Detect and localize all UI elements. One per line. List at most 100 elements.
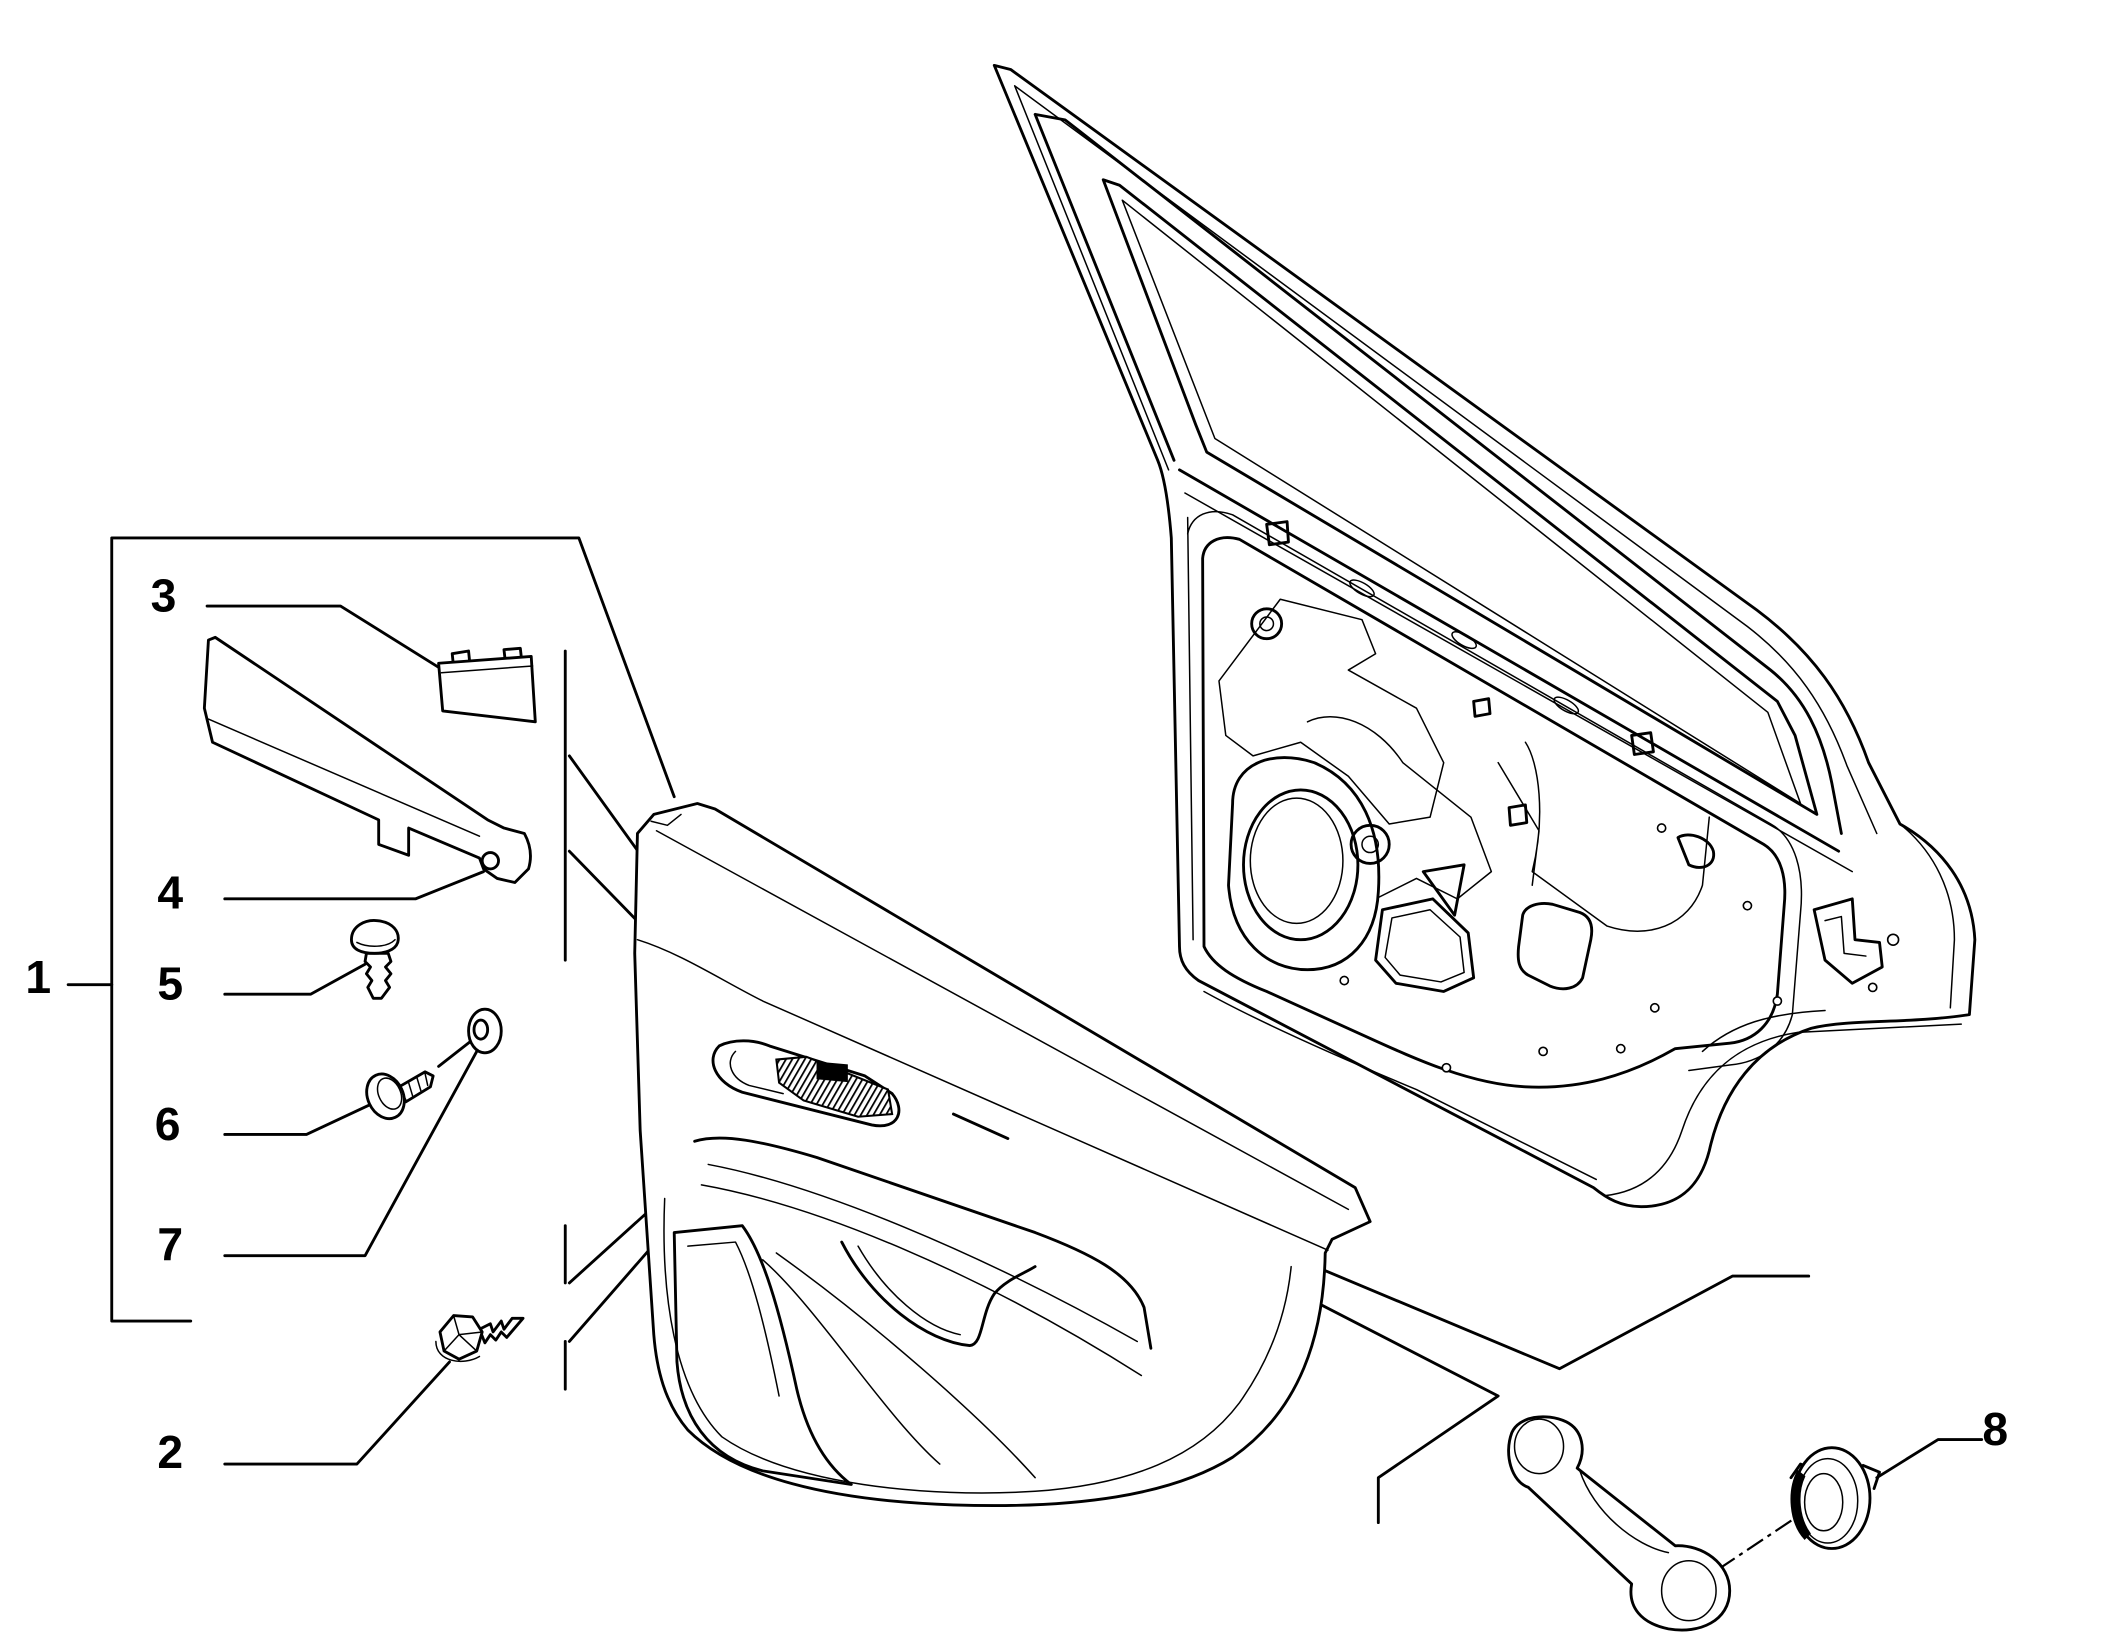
frame-outer-edge (1013, 85, 1878, 835)
part-3-cover-clip (437, 646, 537, 724)
mounting-dot (1867, 982, 1878, 993)
door-trim-panel (633, 802, 1372, 1508)
armrest-line (707, 1163, 1139, 1343)
square-tab (1265, 520, 1290, 547)
callout-2: 2 (157, 1426, 183, 1478)
trim-strip-pivot (480, 851, 500, 871)
door-handle-insert-slot (816, 1061, 848, 1083)
trim-panel-notch (650, 813, 682, 827)
screw-flange (435, 1340, 481, 1363)
callout-labels: 1 2 3 4 5 6 7 8 (25, 569, 2008, 1478)
screw-head-rim (376, 1077, 403, 1110)
square-tab (1507, 803, 1529, 827)
speaker-hole-inner (1249, 797, 1344, 925)
escutcheon-bore (1803, 1472, 1844, 1532)
latch-opening-detail (1824, 915, 1867, 957)
part-6-screw (365, 1070, 435, 1121)
access-cutout (1516, 902, 1594, 991)
inner-panel-cavity (1201, 536, 1787, 1089)
belt-line-inner (1184, 492, 1854, 873)
cover-clip-edge (440, 665, 534, 674)
door-handle-recess-inner (729, 1050, 784, 1095)
leader-line-5 (223, 962, 367, 996)
callout-7: 7 (157, 1218, 183, 1270)
square-tab (1472, 697, 1492, 718)
cover-clip-body (437, 655, 537, 724)
regulator-rail (1497, 741, 1711, 932)
door-shell (992, 63, 1977, 1209)
mounting-dot (1538, 1046, 1549, 1057)
lower-cutout-inner (1384, 909, 1465, 983)
mounting-dot (1649, 1002, 1660, 1013)
leader-line-8 (1875, 1438, 1984, 1480)
leader-line-3 (205, 604, 441, 669)
winder-handle-arm (1507, 1415, 1732, 1632)
callout-5: 5 (157, 958, 183, 1010)
trim-top-bevel (655, 830, 1350, 1211)
window-opening-inner (1121, 199, 1802, 805)
frame-inner-edge (1033, 112, 1843, 835)
regulator-plate (1218, 598, 1445, 825)
inner-panel-flange (1186, 510, 1803, 1072)
escutcheon-ear (1861, 1463, 1881, 1491)
mounting-dot (1886, 933, 1900, 946)
trim-strip-body (202, 635, 532, 884)
bracket-part-1 (110, 536, 676, 1323)
trim-contour-line (761, 1259, 941, 1465)
part-8-escutcheon (1789, 1446, 1881, 1550)
push-clip-head-rim (356, 938, 396, 947)
mounting-dot (1656, 823, 1667, 833)
trim-strip-edge (207, 718, 481, 837)
armrest-edge (693, 1136, 1153, 1350)
slot (1553, 696, 1580, 715)
spindle-hole (1349, 823, 1391, 865)
leader-line-4 (223, 870, 485, 901)
triangular-cutout (1421, 863, 1466, 917)
door-handle-recess (711, 1039, 901, 1128)
callout-1: 1 (25, 951, 51, 1003)
lower-cutout (1374, 897, 1476, 993)
leader-line-6 (223, 1101, 375, 1136)
map-pocket (672, 1224, 853, 1486)
slot (1451, 631, 1477, 650)
screw-thread-body (478, 1316, 525, 1345)
regulator-bracket (1306, 715, 1493, 900)
square-tab (1630, 731, 1655, 756)
screw-to-washer-line (437, 1040, 472, 1068)
door-bump (1676, 833, 1716, 869)
pull-cup (840, 1240, 1037, 1347)
mounting-dot (1441, 1062, 1452, 1073)
upper-hole-center (1259, 616, 1275, 632)
leader-line-7 (223, 1049, 479, 1258)
part-5-push-clip (350, 919, 400, 1000)
speaker-hole (1242, 788, 1360, 942)
callout-6: 6 (155, 1098, 181, 1150)
washer-hole (472, 1018, 490, 1041)
trim-contour-line (775, 1252, 1036, 1479)
latch-opening (1812, 897, 1884, 985)
callout-8: 8 (1982, 1403, 2008, 1455)
mounting-dots (1339, 823, 1900, 1073)
mounting-dot (1615, 1043, 1626, 1054)
pull-cup-inner (857, 1245, 961, 1336)
trim-panel-outline (633, 802, 1372, 1508)
part-2-screw (435, 1314, 525, 1363)
upper-hole (1250, 607, 1284, 641)
spindle-hole-center (1361, 835, 1380, 854)
armrest-line (700, 1184, 1143, 1377)
part-4-trim-strip (202, 635, 532, 884)
winder-knob-face (1513, 1418, 1565, 1475)
map-pocket-inner (687, 1241, 780, 1397)
part-7-washer (467, 1007, 503, 1055)
trim-lower-shell (663, 1197, 1292, 1494)
screw-thread (407, 1072, 429, 1098)
mounting-dot (1339, 975, 1350, 986)
leader-line-2 (223, 1360, 451, 1466)
winder-arm-contour (1579, 1470, 1670, 1554)
escutcheon-shadow (1790, 1469, 1811, 1540)
rear-edge-contour (1899, 823, 1956, 1009)
door-bottom-contour (1603, 1009, 1962, 1197)
callout-4: 4 (157, 866, 183, 918)
push-clip-stem (363, 951, 393, 1000)
